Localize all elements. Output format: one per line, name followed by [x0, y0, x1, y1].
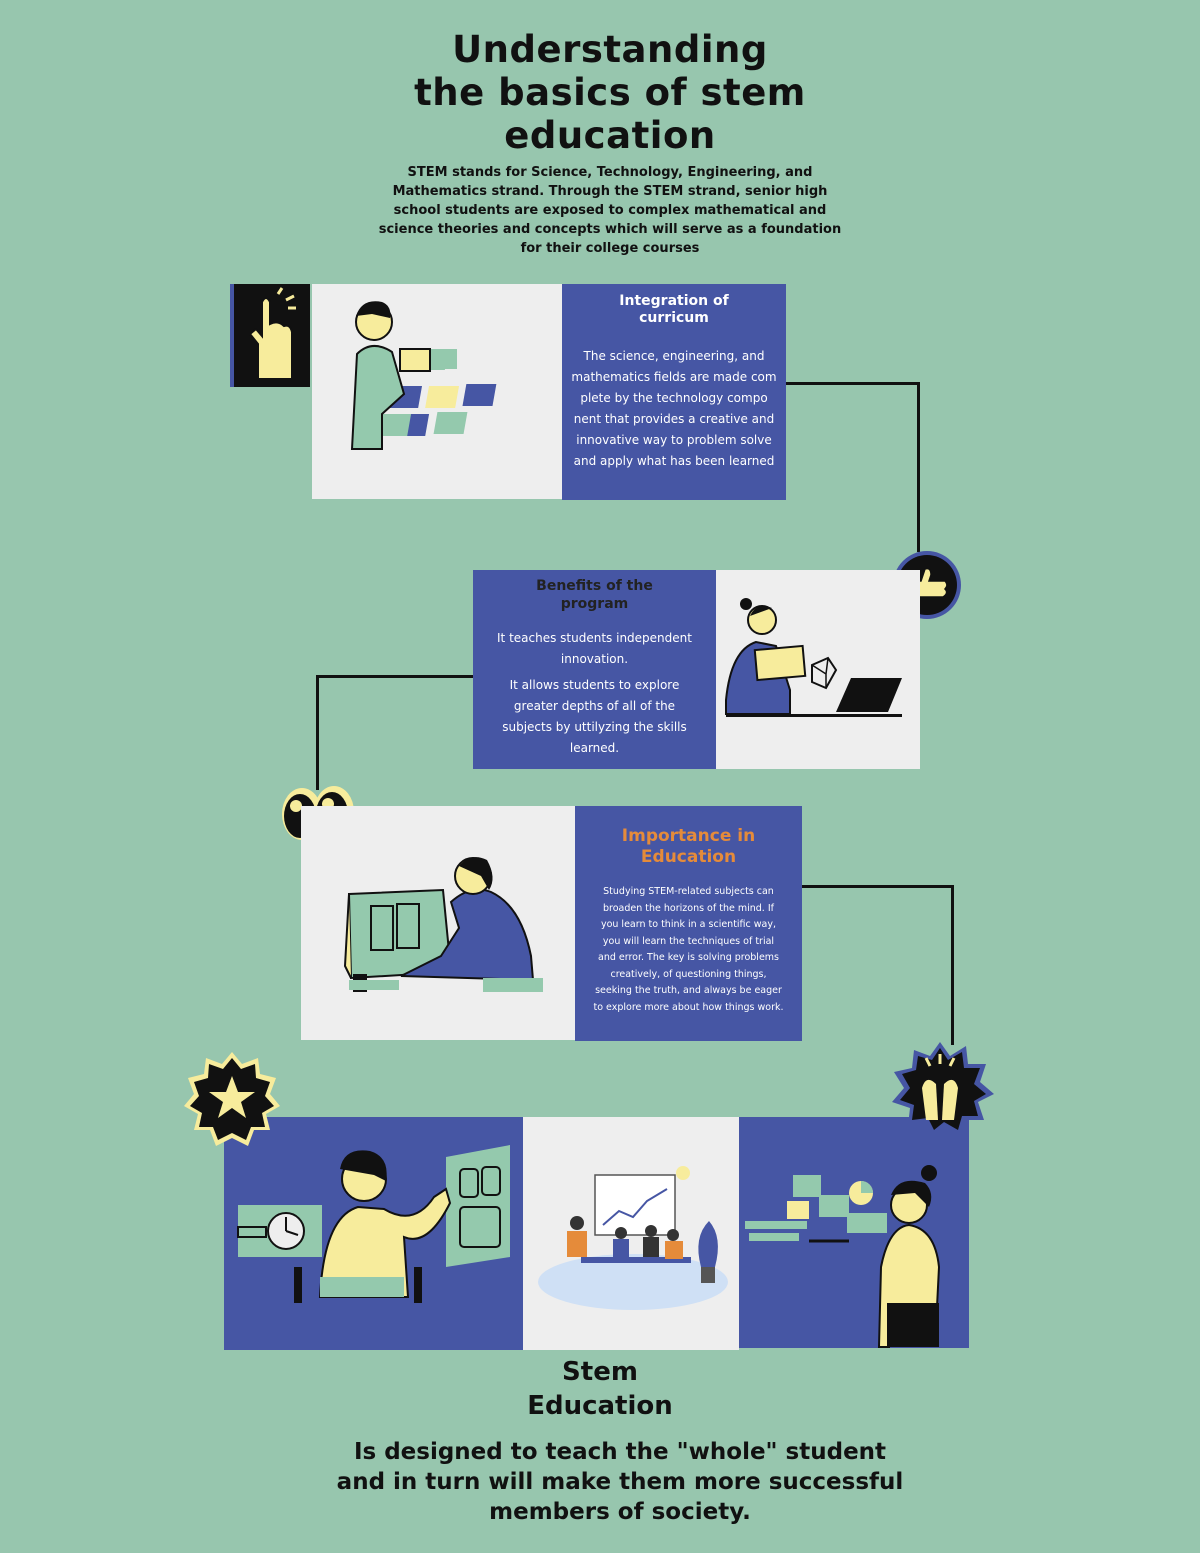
card-text-line: It allows students to explore [509, 678, 680, 692]
bottom-illustration-right [739, 1117, 969, 1348]
card-title-line: curricum [639, 310, 709, 326]
card-text-line: innovation. [560, 652, 629, 666]
bottom-illustration-center [523, 1117, 739, 1350]
card-title-line: Integration of [619, 293, 729, 309]
footer-text-line: members of society. [489, 1499, 751, 1525]
card-text-line: mathematics fields are made com [571, 370, 777, 384]
intro-line: school students are exposed to complex m… [393, 203, 827, 218]
card-text-line: seeking the truth, and always be eager [595, 985, 782, 996]
woman-thinking-illustration [745, 1165, 941, 1348]
connector-line [785, 382, 920, 385]
card-title-line: Education [640, 847, 737, 867]
bottom-illustration-left [224, 1117, 523, 1350]
card-text-line: innovative way to problem solve [576, 433, 772, 447]
card-text-line: The science, engineering, and [583, 349, 765, 363]
connector-line [316, 675, 474, 678]
title-line: the basics of stem [414, 71, 806, 114]
card-text-line: It teaches students independent [497, 631, 692, 645]
card-text-line: and error. The key is solving problems [598, 952, 779, 963]
title-line: Understanding [452, 28, 768, 71]
card-importance: Importance in Education Studying STEM-re… [575, 806, 802, 1041]
card-illustration-panel [301, 806, 575, 1040]
intro-line: Mathematics strand. Through the STEM str… [392, 184, 828, 199]
intro-paragraph: STEM stands for Science, Technology, Eng… [300, 163, 920, 258]
card-text-line: plete by the technology compo [580, 391, 768, 405]
title-line: education [504, 114, 716, 157]
intro-line: for their college courses [520, 241, 700, 256]
student-laptop-illustration [725, 598, 902, 717]
card-text-line: learned. [569, 741, 620, 755]
footer-title-line: Stem [562, 1357, 638, 1387]
clapping-hands-badge-icon [886, 1040, 994, 1140]
card-benefits: Benefits of the program It teaches stude… [473, 570, 716, 769]
student-board-illustration [343, 857, 543, 992]
intro-line: science theories and concepts which will… [378, 222, 842, 237]
footer-title: Stem Education [450, 1355, 750, 1423]
card-title-line: Benefits of the [536, 578, 653, 594]
footer-text-line: and in turn will make them more successf… [336, 1469, 904, 1495]
card-illustration-panel [312, 284, 562, 499]
footer-text-line: Is designed to teach the "whole" student [353, 1439, 887, 1465]
card-title: Benefits of the program [473, 577, 716, 613]
card-text-line: creatively, of questioning things, [610, 968, 767, 980]
footer-title-line: Education [527, 1391, 673, 1421]
intro-line: STEM stands for Science, Technology, Eng… [407, 165, 813, 180]
card-text-line: nent that provides a creative and [573, 412, 775, 426]
card-text-line: broaden the horizons of the mind. If [603, 902, 774, 914]
card-text: The science, engineering, and mathematic… [562, 346, 786, 472]
card-text: It teaches students independent innovati… [473, 628, 716, 759]
card-illustration-panel [716, 570, 920, 769]
card-text-line: subjects by uttilyzing the skills [502, 720, 687, 734]
star-badge-icon [182, 1050, 282, 1150]
card-text-line: and apply what has been learned [573, 454, 775, 468]
card-integration: Integration of curricum The science, eng… [562, 284, 786, 500]
card-text-line: to explore more about how things work. [593, 1001, 784, 1013]
card-text: Studying STEM-related subjects can broad… [575, 884, 802, 1016]
teacher-pointing-illustration [237, 1145, 510, 1303]
card-text-line: you learn to think in a scientific way, [600, 919, 777, 930]
connector-line [917, 382, 920, 552]
student-tablet-illustration [350, 301, 497, 450]
card-text-line: you will learn the techniques of trial [602, 935, 775, 947]
connector-line [801, 885, 954, 888]
connector-line [316, 675, 319, 790]
card-title: Integration of curricum [562, 293, 786, 327]
card-title-line: program [560, 596, 629, 612]
card-title: Importance in Education [575, 826, 802, 868]
card-text-line: Studying STEM-related subjects can [603, 886, 774, 897]
page-title: Understanding the basics of stem educati… [300, 28, 920, 157]
pointing-hand-icon [230, 284, 310, 387]
connector-line [951, 885, 954, 1045]
card-title-line: Importance in [621, 826, 756, 846]
team-meeting-illustration [538, 1166, 728, 1310]
card-text-line: greater depths of all of the [513, 699, 676, 713]
footer-text: Is designed to teach the "whole" student… [250, 1437, 990, 1527]
